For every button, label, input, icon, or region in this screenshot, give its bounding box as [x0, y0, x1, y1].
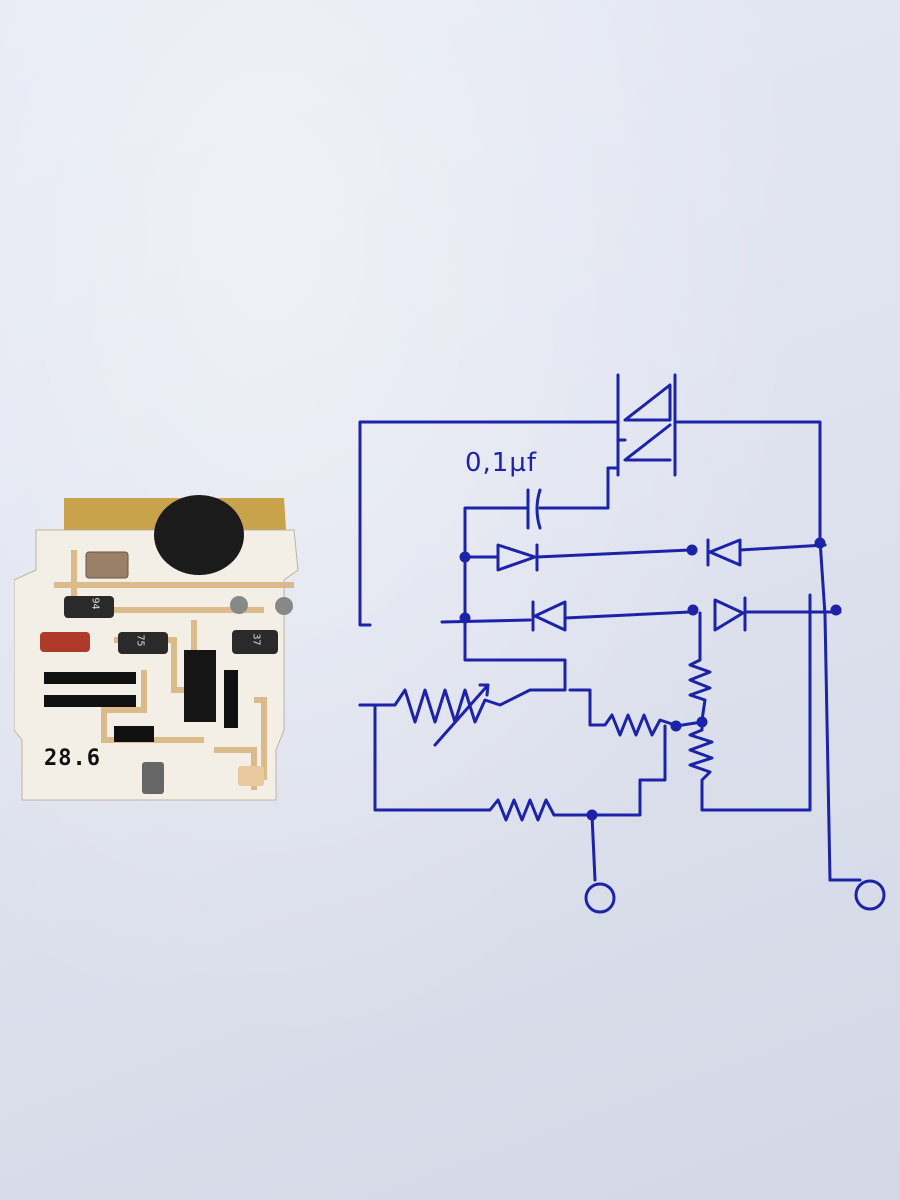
diode-1: [64, 596, 114, 618]
diode-lower-1: [533, 600, 567, 632]
pad: [44, 672, 136, 684]
sensor-element: [142, 762, 164, 794]
pcb-drawing: [14, 495, 299, 801]
component-code-b: 75: [134, 634, 146, 647]
wire-cap-left: [463, 506, 530, 557]
diode-red: [40, 632, 90, 652]
pcb-board: 94 75 37 28.6: [14, 490, 304, 810]
resistor-middle: [568, 688, 677, 737]
component-code-c: 37: [250, 633, 262, 646]
wire-terminal-left: [590, 813, 597, 882]
wire-node-down: [463, 555, 567, 692]
resistor-bottom: [358, 703, 592, 822]
triac-chip: [184, 650, 216, 722]
board-marking: 28.6: [44, 746, 101, 771]
smd-capacitor: [85, 551, 129, 579]
capacitor-symbol: [526, 488, 542, 530]
hand-drawn-schematic: 0,1µf: [340, 360, 900, 940]
diode-3: [232, 630, 278, 654]
schematic-drawing: [358, 373, 886, 914]
pad: [224, 670, 238, 728]
epoxy-blob: [154, 495, 244, 575]
capacitor-label: 0,1µf: [465, 448, 538, 478]
pad: [114, 726, 154, 742]
diode-lower-2: [713, 598, 745, 632]
resistor-vertical-1: [688, 611, 712, 722]
resistor-vertical-2: [688, 593, 812, 812]
component-code-a: 94: [89, 597, 101, 610]
diode-upper-1: [496, 543, 537, 572]
diode-upper-2: [708, 538, 742, 567]
variable-resistor: [358, 688, 552, 724]
pad-bottom-right: [238, 766, 264, 786]
terminal-right: [854, 879, 886, 911]
wire-left-loop: [358, 420, 620, 627]
triac-symbol: [616, 373, 677, 477]
wire-gate: [538, 466, 620, 510]
terminal-left: [584, 882, 616, 914]
diode-2: [118, 632, 168, 654]
solder-joint: [275, 597, 293, 615]
pad: [44, 695, 136, 707]
solder-joint: [230, 596, 248, 614]
